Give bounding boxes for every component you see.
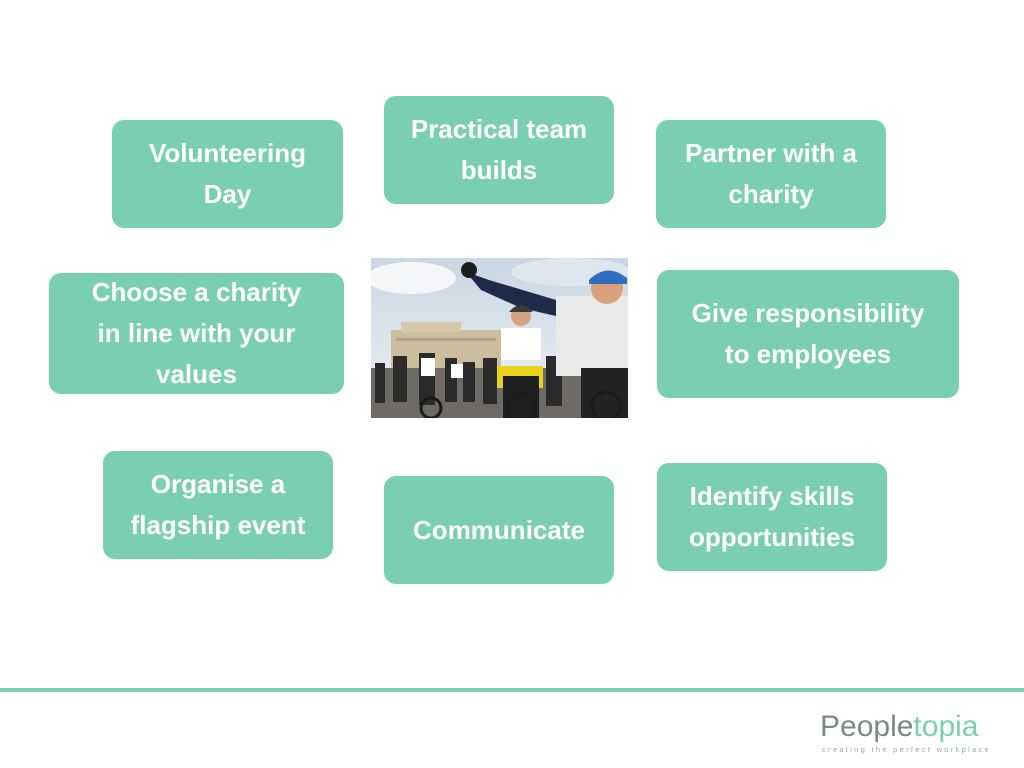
- box-line: in line with your: [97, 318, 296, 348]
- box-line: charity: [728, 179, 814, 209]
- box-line: Practical team: [410, 114, 588, 144]
- box-line: opportunities: [688, 522, 856, 552]
- box-line: values: [156, 359, 237, 389]
- box-line: builds: [460, 155, 538, 185]
- identify-skills-box: Identify skills opportunities: [657, 463, 887, 571]
- box-line: to employees: [724, 339, 892, 369]
- svg-text:creating the perfect workplace: creating the perfect workplace: [822, 745, 988, 754]
- box-line: Give responsibility: [691, 298, 925, 328]
- box-line: flagship event: [130, 510, 306, 540]
- peopletopia-logo: Peopletopia creating the perfect workpla…: [818, 702, 988, 758]
- give-responsibility-box: Give responsibility to employees: [657, 270, 959, 398]
- box-line: Day: [203, 179, 252, 209]
- practical-team-builds-box: Practical team builds: [384, 96, 614, 204]
- box-line: Partner with a: [685, 138, 857, 168]
- choose-charity-box: Choose a charity in line with your value…: [49, 273, 344, 394]
- communicate-box: Communicate: [384, 476, 614, 584]
- svg-text:Peopletopia: Peopletopia: [820, 710, 979, 743]
- footer-divider: [0, 688, 1024, 692]
- box-line: Communicate: [413, 514, 585, 545]
- box-line: Volunteering: [149, 138, 306, 168]
- volunteering-day-box: Volunteering Day: [112, 120, 343, 228]
- box-line: Choose a charity: [91, 277, 302, 307]
- box-line: Identify skills: [689, 481, 855, 511]
- box-line: Organise a: [150, 469, 286, 499]
- cyclists-photo: [371, 258, 628, 418]
- organise-flagship-event-box: Organise a flagship event: [103, 451, 333, 559]
- partner-with-charity-box: Partner with a charity: [656, 120, 886, 228]
